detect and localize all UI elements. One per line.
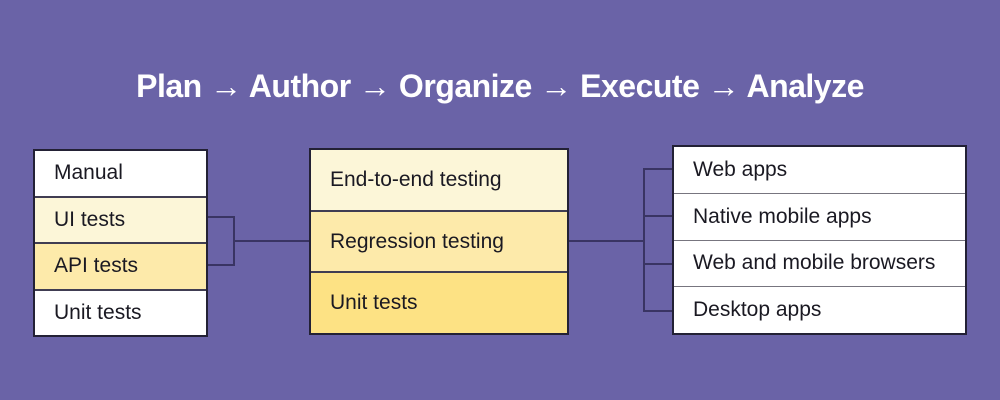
connector-left-stub-ui-tests	[208, 216, 235, 218]
connector-right-stub-web-and-mobile-browsers	[645, 263, 672, 265]
list-item: UI tests	[35, 195, 206, 242]
list-item: API tests	[35, 242, 206, 289]
connector-left-stub-api-tests	[208, 264, 235, 266]
connector-right-stub-desktop-apps	[645, 310, 672, 312]
list-item: Web apps	[674, 147, 965, 193]
platforms-box: Web apps Native mobile apps Web and mobi…	[672, 145, 967, 335]
connector-middle-to-right	[569, 240, 645, 242]
page-title: Plan → Author → Organize → Execute → Ana…	[136, 68, 864, 104]
list-item: Unit tests	[35, 288, 206, 335]
connector-right-bracket	[643, 168, 645, 312]
list-item: Manual	[35, 151, 206, 196]
list-item: Regression testing	[311, 209, 567, 272]
list-item: Web and mobile browsers	[674, 239, 965, 287]
testing-scope-box: End-to-end testing Regression testing Un…	[309, 148, 569, 335]
connector-right-stub-native-mobile-apps	[645, 215, 672, 217]
list-item: End-to-end testing	[311, 150, 567, 210]
list-item: Unit tests	[311, 271, 567, 334]
list-item: Native mobile apps	[674, 192, 965, 240]
connector-left-to-middle	[233, 240, 309, 242]
connector-right-stub-web-apps	[645, 168, 672, 170]
list-item: Desktop apps	[674, 286, 965, 333]
test-types-box: Manual UI tests API tests Unit tests	[33, 149, 208, 337]
